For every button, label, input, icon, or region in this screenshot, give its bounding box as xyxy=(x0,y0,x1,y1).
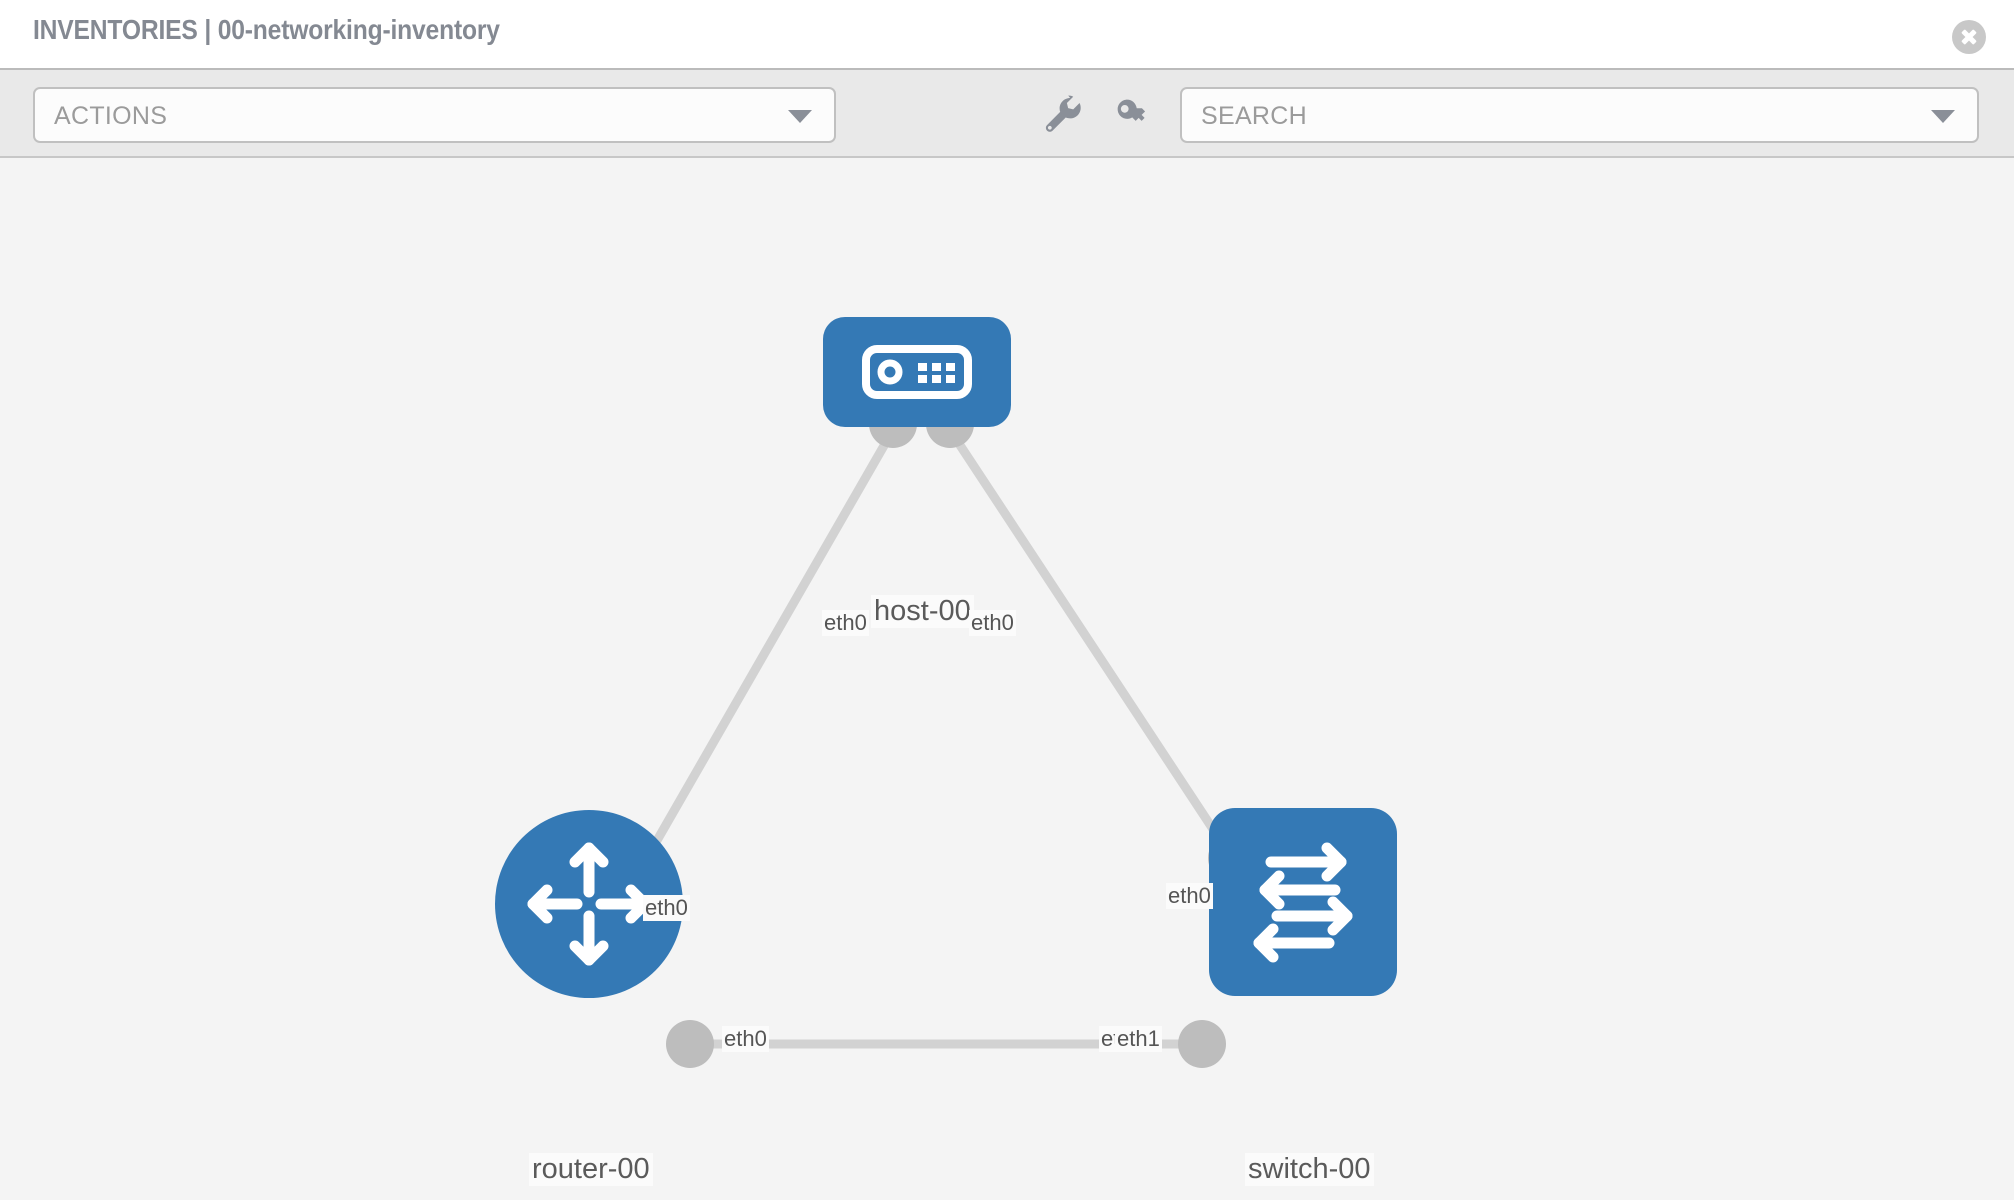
actions-dropdown[interactable]: ACTIONS xyxy=(33,87,836,143)
topology-node-host-00[interactable] xyxy=(823,317,1011,427)
node-label-router-00: router-00 xyxy=(529,1153,653,1186)
toolbar: ACTIONS SEARCH xyxy=(0,68,2014,158)
search-input[interactable]: SEARCH xyxy=(1180,87,1979,143)
server-icon xyxy=(862,345,972,399)
port-label-switch-up: eth0 xyxy=(1166,883,1213,909)
port-router-right xyxy=(666,1020,714,1068)
switch-arrows-icon xyxy=(1253,842,1353,963)
page-header: INVENTORIES | 00-networking-inventory xyxy=(0,0,2014,68)
topology-canvas[interactable]: host-00 router-00 switch-00 eth0 eth0 et… xyxy=(0,158,2014,1200)
close-icon[interactable] xyxy=(1952,20,1986,54)
port-label-switch-left-b: eth1 xyxy=(1115,1026,1162,1052)
chevron-down-icon xyxy=(1931,110,1955,123)
topology-graph xyxy=(616,400,1256,1068)
node-label-host-00: host-00 xyxy=(871,595,974,628)
actions-dropdown-label: ACTIONS xyxy=(54,102,168,130)
node-label-switch-00: switch-00 xyxy=(1245,1153,1374,1186)
link-host-switch xyxy=(945,425,1237,863)
chevron-down-icon xyxy=(788,110,812,123)
topology-node-switch-00[interactable] xyxy=(1209,808,1397,996)
port-label-host-left: eth0 xyxy=(822,610,869,636)
page-title: INVENTORIES | 00-networking-inventory xyxy=(33,14,500,45)
link-host-router xyxy=(635,425,898,875)
port-label-router-right: eth0 xyxy=(722,1026,769,1052)
key-icon[interactable] xyxy=(1110,92,1156,138)
port-label-host-right: eth0 xyxy=(969,610,1016,636)
port-label-router-up: eth0 xyxy=(643,895,690,921)
search-placeholder: SEARCH xyxy=(1201,102,1307,130)
port-switch-left xyxy=(1178,1020,1226,1068)
wrench-icon[interactable] xyxy=(1039,92,1085,138)
router-arrows-icon xyxy=(527,842,651,966)
